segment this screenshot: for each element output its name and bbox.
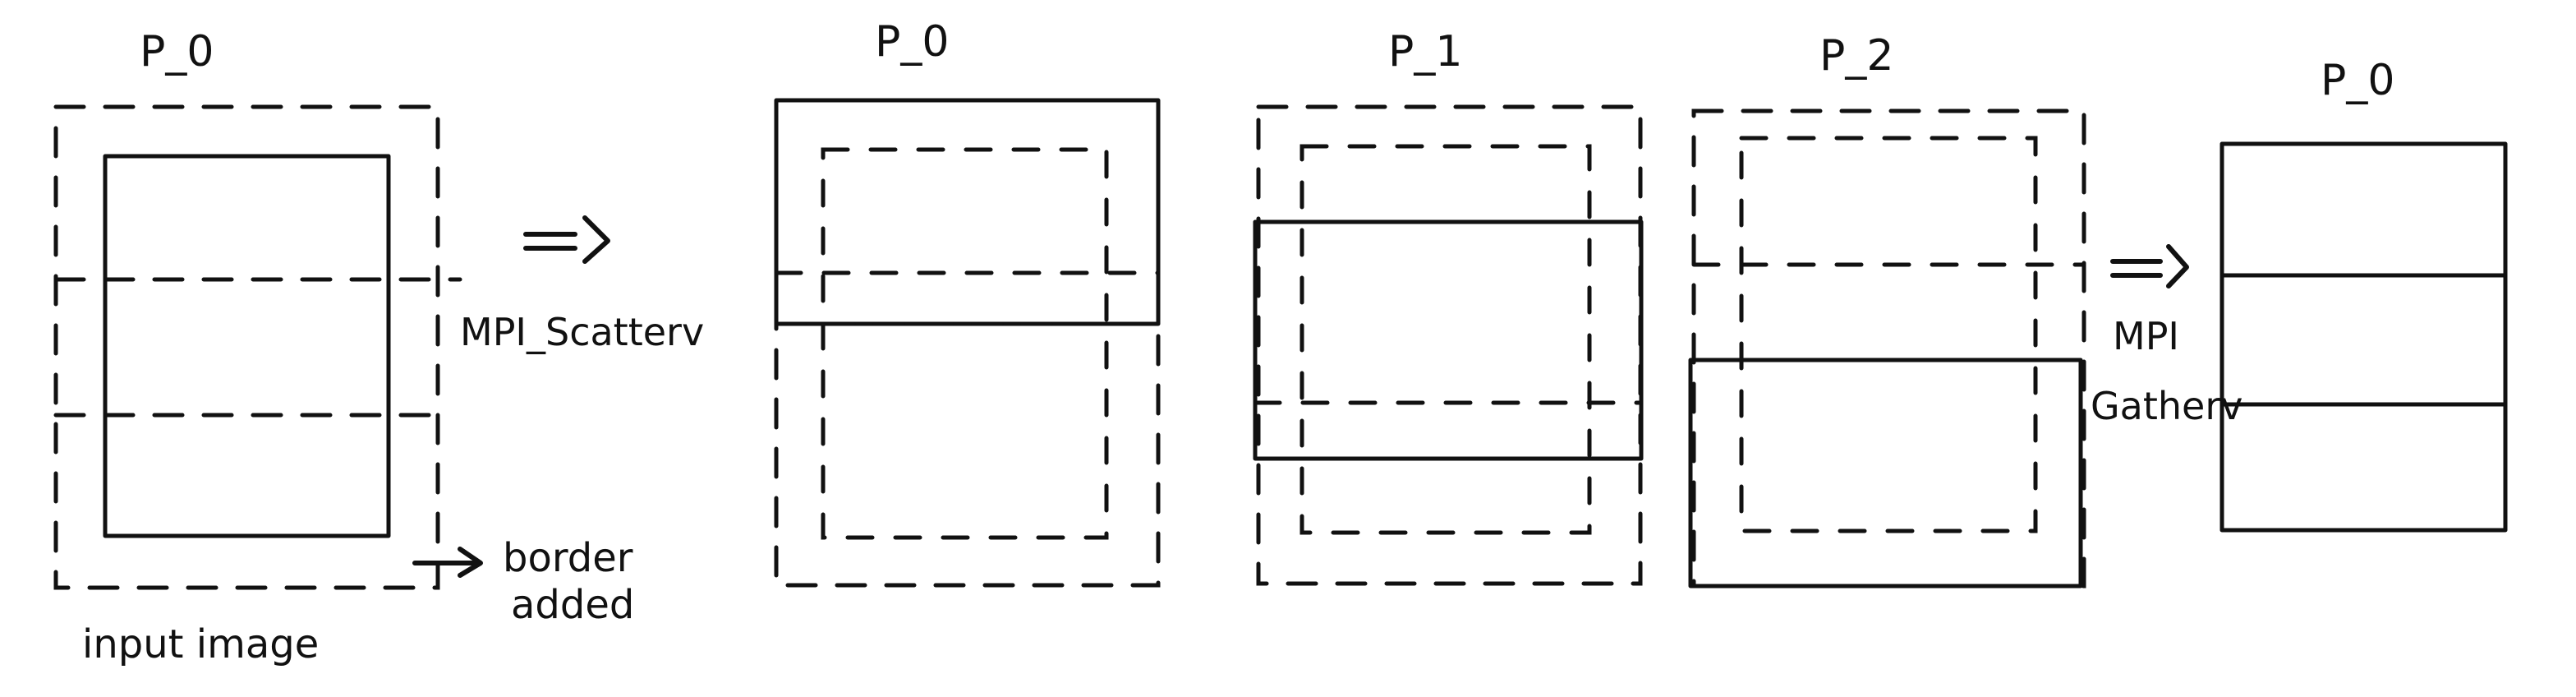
border-note-line1: border bbox=[503, 535, 633, 581]
gather-op-label-line2: Gatherv bbox=[2091, 384, 2242, 428]
p2-inner-image bbox=[1739, 136, 2038, 533]
input-stage: P_0 border added input image bbox=[53, 27, 634, 667]
p2-dashed-halo bbox=[1691, 108, 2086, 589]
scatter-chunk-p1: P_1 bbox=[1253, 27, 1644, 586]
output-image-rect bbox=[2220, 141, 2508, 533]
input-image-rect bbox=[103, 154, 391, 538]
gather-operation: MPI Gatherv bbox=[2091, 244, 2242, 428]
p1-inner-image bbox=[1300, 144, 1592, 535]
p0-inner-image bbox=[821, 147, 1109, 540]
border-pointer-arrow bbox=[412, 547, 483, 578]
output-stage: P_0 bbox=[2220, 56, 2508, 533]
input-caption: input image bbox=[82, 621, 319, 667]
gather-arrow bbox=[2110, 244, 2189, 288]
p1-chunk-label: P_1 bbox=[1388, 27, 1462, 76]
p2-chunk-label: P_2 bbox=[1819, 31, 1893, 81]
bordered-image-outline bbox=[53, 104, 440, 590]
scatter-operation: MPI_Scatterv bbox=[460, 215, 704, 354]
scatter-op-label: MPI_Scatterv bbox=[460, 310, 704, 354]
p0-solid-chunk bbox=[774, 98, 1161, 326]
gather-op-label-line1: MPI bbox=[2113, 314, 2179, 358]
input-process-label: P_0 bbox=[140, 27, 214, 76]
scatter-arrow bbox=[523, 215, 610, 264]
p0-dashed-halo bbox=[774, 321, 1161, 588]
scatter-chunk-p0: P_0 bbox=[774, 17, 1161, 588]
output-process-label: P_0 bbox=[2321, 56, 2394, 105]
p0-chunk-label: P_0 bbox=[875, 17, 949, 67]
p1-dashed-halo bbox=[1256, 104, 1643, 586]
border-note-line2: added bbox=[511, 582, 634, 628]
p2-solid-chunk bbox=[1688, 358, 2083, 589]
p1-solid-chunk bbox=[1253, 219, 1644, 461]
scatter-chunk-p2: P_2 bbox=[1688, 31, 2086, 589]
